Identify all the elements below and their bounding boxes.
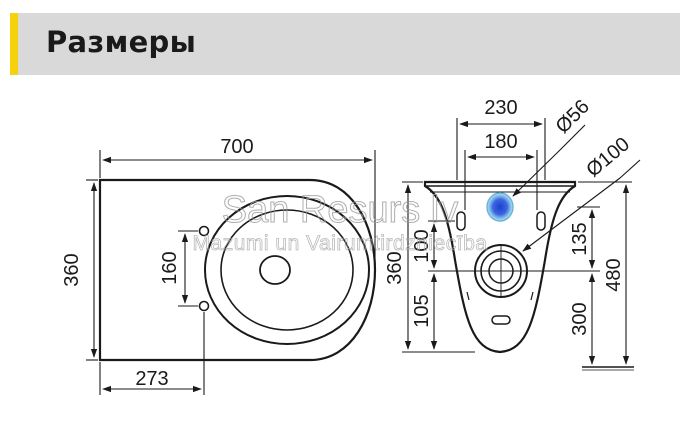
mounting-hole-top [198, 225, 210, 237]
watermark: San Resurs lv Mazumi un Vairumtirdzniecī… [192, 189, 488, 256]
label-height: 360 [384, 251, 406, 284]
label-width: 700 [220, 136, 253, 158]
toilet-top-outline [98, 178, 377, 362]
mount-slot-right [536, 211, 546, 231]
top-view-dimension-lines [86, 150, 376, 395]
mount-slot-left [456, 211, 466, 231]
section-title: Размеры [46, 25, 197, 59]
toilet-front-outline [423, 180, 577, 354]
bottom-slot [491, 315, 511, 325]
label-height-lower: 105 [411, 294, 433, 327]
section-header: Размеры [10, 13, 680, 75]
label-floor-height: 300 [569, 302, 591, 335]
mounting-hole-bottom [198, 300, 210, 312]
label-total-height: 480 [603, 258, 625, 291]
header-accent-bar [10, 13, 18, 75]
watermark-tagline: Mazumi un Vairumtirdzniecība [193, 232, 488, 255]
front-view-drawing [402, 118, 641, 371]
top-view-drawing [86, 150, 377, 395]
label-depth: 360 [61, 253, 83, 286]
label-top-width: 230 [484, 97, 517, 119]
label-hole-offset: 273 [135, 368, 168, 390]
water-inlet [486, 192, 514, 222]
label-pipe-large: Ø100 [582, 133, 634, 181]
label-pipe-small: Ø56 [552, 96, 594, 138]
label-hole-spacing: 160 [159, 251, 181, 284]
label-inner-width: 180 [484, 131, 517, 153]
label-height-upper: 100 [411, 229, 433, 262]
bowl-rim-outer [204, 195, 370, 345]
bowl-rim-inner [220, 209, 354, 331]
watermark-brand: San Resurs lv [222, 189, 459, 231]
dimension-labels: 700 360 160 273 230 180 Ø56 Ø100 360 100… [61, 96, 634, 390]
drain-hole [259, 255, 291, 285]
front-view-dimension-lines [402, 118, 641, 371]
label-right-upper: 135 [569, 222, 591, 255]
